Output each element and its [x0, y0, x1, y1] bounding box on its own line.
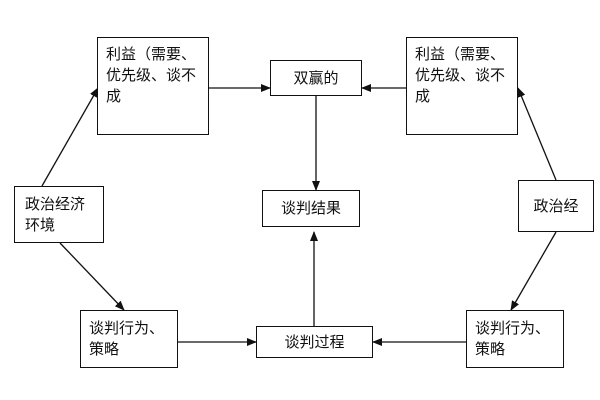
left-behavior-label: 谈判行为、策略: [89, 319, 165, 358]
negotiation-result-box: 谈判结果: [262, 190, 360, 227]
right-interest-box: 利益（需要、优先级、谈不成: [406, 37, 518, 135]
left-behavior-box: 谈判行为、策略: [80, 310, 178, 368]
left-environment-box: 政治经济环境: [14, 186, 104, 243]
arrow-right-env-to-right-behavior: [510, 231, 557, 311]
arrow-left-env-to-left-behavior: [59, 242, 125, 311]
right-interest-label: 利益（需要、优先级、谈不成: [415, 45, 506, 105]
arrow-right-env-to-right-interest: [517, 87, 557, 181]
left-environment-label: 政治经济环境: [25, 194, 86, 234]
negotiation-process-label: 谈判过程: [284, 332, 345, 351]
arrow-left-env-to-left-interest: [41, 87, 99, 187]
negotiation-process-box: 谈判过程: [256, 326, 373, 358]
right-environment-label: 政治经: [533, 196, 579, 215]
negotiation-result-label: 谈判结果: [280, 199, 341, 217]
win-win-label: 双赢的: [293, 68, 339, 87]
left-interest-label: 利益（需要、优先级、谈不成: [106, 45, 197, 105]
win-win-box: 双赢的: [270, 60, 362, 96]
right-behavior-label: 谈判行为、策略: [475, 319, 551, 358]
right-environment-box: 政治经: [518, 180, 594, 232]
right-behavior-box: 谈判行为、策略: [466, 310, 564, 368]
left-interest-box: 利益（需要、优先级、谈不成: [97, 37, 209, 135]
